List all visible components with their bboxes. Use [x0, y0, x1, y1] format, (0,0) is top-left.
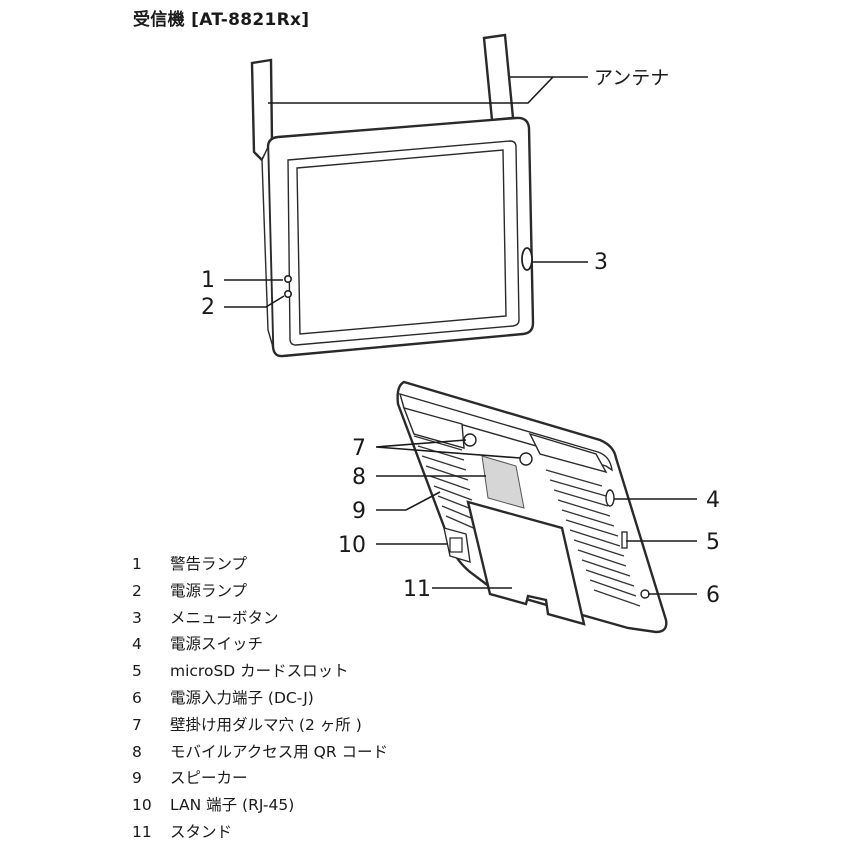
legend-item: 8 モバイルアクセス用 QR コード [132, 739, 388, 766]
front-view [250, 33, 535, 358]
legend-item: 2 電源ランプ [132, 578, 388, 605]
legend-label: 警告ランプ [170, 555, 248, 573]
callout-11: 11 [403, 577, 431, 602]
legend-label: microSD カードスロット [170, 662, 349, 681]
lan-port-inner [449, 537, 463, 553]
menu-button-shape [521, 247, 533, 271]
legend-num: 9 [132, 769, 142, 788]
legend-num: 3 [132, 608, 142, 627]
callout-4: 4 [706, 488, 720, 513]
monitor-side-edge [261, 146, 274, 348]
legend-label: LAN 端子 (RJ-45) [170, 796, 295, 815]
rear-body [396, 380, 668, 634]
right-antenna [482, 33, 515, 122]
speaker-vents-right [545, 469, 641, 607]
leader-2 [224, 295, 285, 308]
legend-item: 5 microSD カードスロット [132, 658, 388, 685]
legend-item: 11 スタンド [132, 819, 388, 846]
legend-item: 10 LAN 端子 (RJ-45) [132, 792, 388, 819]
callout-2: 2 [201, 295, 215, 320]
legend-num: 11 [132, 822, 152, 841]
callout-9: 9 [352, 499, 366, 524]
legend-num: 2 [132, 581, 142, 600]
callout-3: 3 [594, 250, 608, 275]
legend-num: 5 [132, 662, 142, 681]
antenna-label: アンテナ [594, 67, 669, 89]
speaker-vents-left [413, 435, 479, 531]
sd-slot-shape [621, 531, 628, 549]
legend-item: 3 メニューボタン [132, 605, 388, 632]
legend-label: 電源ランプ [170, 581, 248, 600]
callout-6: 6 [706, 583, 720, 608]
monitor-screen [296, 149, 507, 335]
legend-label: スピーカー [170, 769, 248, 788]
legend-num: 6 [132, 688, 142, 707]
legend-num: 4 [132, 635, 142, 654]
legend-label: メニューボタン [170, 608, 279, 627]
legend-item: 9 スピーカー [132, 765, 388, 792]
dc-jack-shape [640, 589, 650, 599]
page-title: 受信機 [AT-8821Rx] [133, 10, 310, 30]
legend-label: 壁掛け用ダルマ穴 (2 ヶ所 ) [170, 715, 362, 734]
power-lamp-dot [283, 289, 292, 298]
parts-legend: 1 警告ランプ 2 電源ランプ 3 メニューボタン 4 電源スイッチ 5 microSD … [132, 551, 388, 846]
legend-item: 7 壁掛け用ダルマ穴 (2 ヶ所 ) [132, 712, 388, 739]
antenna-leader [268, 76, 588, 104]
leader-7 [375, 439, 521, 459]
legend-label: 電源スイッチ [170, 635, 264, 654]
keyhole-right [519, 452, 533, 466]
legend-item: 6 電源入力端子 (DC-J) [132, 685, 388, 712]
rear-left-pad [402, 406, 465, 449]
callout-7: 7 [352, 436, 366, 461]
stand [466, 500, 586, 626]
legend-item: 4 電源スイッチ [132, 631, 388, 658]
legend-num: 10 [132, 796, 152, 815]
callout-1: 1 [201, 268, 215, 293]
qr-code-area [481, 455, 525, 509]
rear-view [396, 380, 668, 634]
legend-label: 電源入力端子 (DC-J) [170, 688, 314, 707]
power-switch-shape [605, 489, 615, 507]
legend-label: モバイルアクセス用 QR コード [170, 742, 389, 761]
legend-num: 8 [132, 742, 142, 761]
callout-5: 5 [706, 530, 720, 555]
legend-label: スタンド [170, 822, 233, 841]
rear-right-pad [528, 432, 608, 474]
callout-8: 8 [352, 465, 366, 490]
legend-num: 1 [132, 555, 142, 573]
legend-num: 7 [132, 715, 142, 734]
callout-10: 10 [338, 533, 366, 558]
legend-item: 1 警告ランプ [132, 551, 388, 578]
leader-9 [376, 491, 441, 511]
warning-lamp-dot [283, 274, 292, 283]
